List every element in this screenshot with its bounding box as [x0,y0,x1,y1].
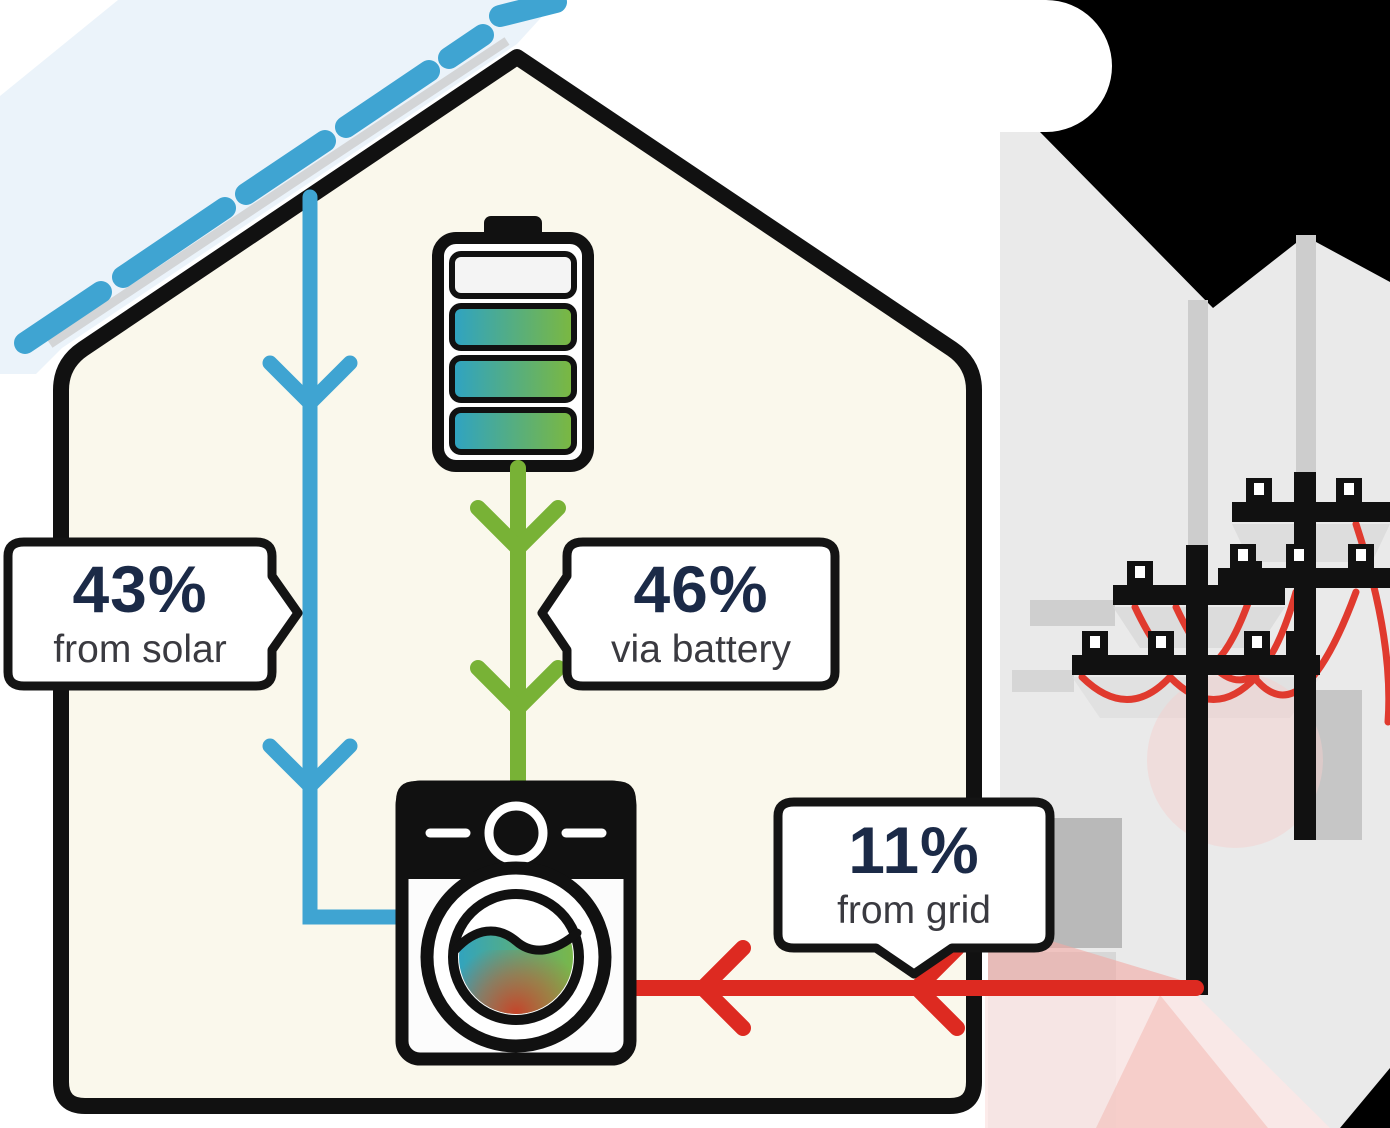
gray-pole-base [1316,690,1362,840]
battery-segment-empty [449,251,577,299]
battery-segment [449,355,577,403]
grid-label-bubble [773,797,1055,979]
arrow-down-icon [470,500,566,556]
power-wire [1078,673,1174,703]
roof-shadow [47,37,510,348]
arrow-left-icon [695,940,751,1036]
battery-segment [449,303,577,351]
glow-pole-base [1096,995,1268,1128]
solar-flow-arrow [262,189,412,925]
power-grid [1072,472,1390,995]
solar-label-bubble [3,537,303,691]
battery-label-bubble [537,537,840,691]
solar-panel-dashes-icon [14,0,567,354]
pole-far-gray-top [1296,235,1316,475]
battery-segment [449,407,577,455]
black-corner [1340,1068,1390,1128]
battery-flow-arrow [470,460,566,798]
arrow-down-icon [470,660,566,716]
insulator [1230,478,1374,568]
arrow-down-icon [262,355,358,411]
arrow-left-icon [909,940,965,1036]
pole-near-gray-top [1188,300,1208,547]
arrow-down-icon [262,738,358,794]
gray-echo-1 [1030,600,1115,626]
washing-machine-icon [395,780,637,1066]
gray-block [1048,818,1122,948]
label-bubbles [3,537,1055,979]
washer-water-line [450,926,582,955]
power-wire [1166,673,1260,703]
grid-flow-arrow [622,940,1204,1036]
battery-icon [432,216,594,472]
power-pole-far-icon [1218,472,1390,840]
washer-knob [484,801,548,865]
gray-echo-2 [1012,670,1074,692]
